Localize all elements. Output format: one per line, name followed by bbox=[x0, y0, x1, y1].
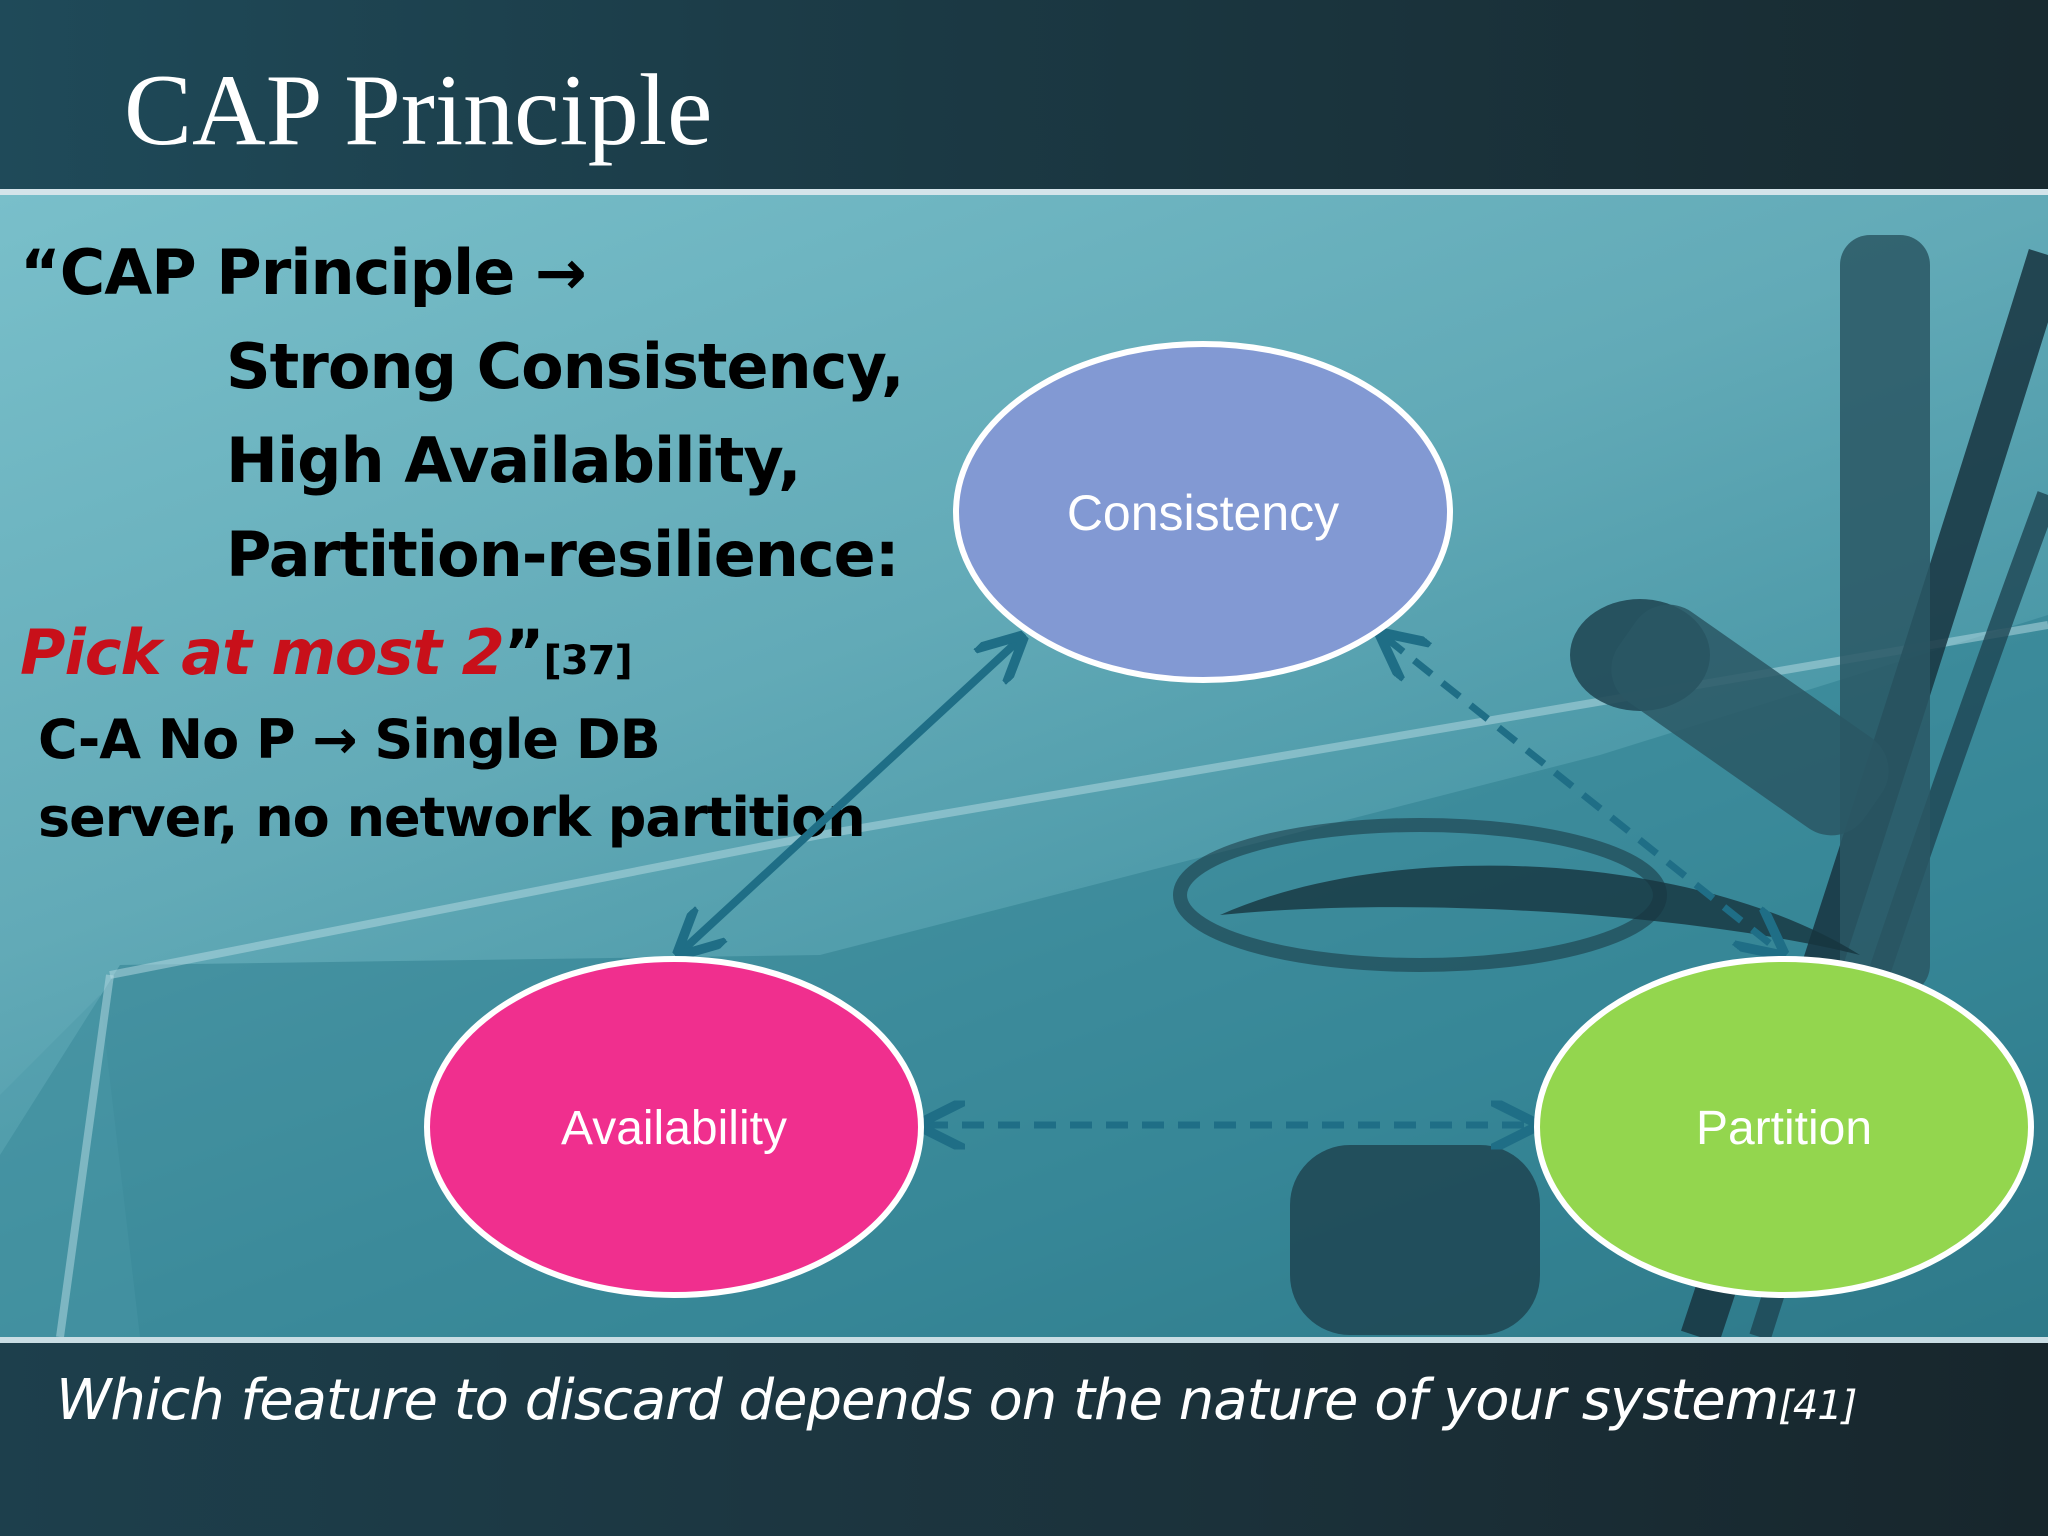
pick-close-quote: ” bbox=[503, 616, 545, 689]
footer-caption-text: Which feature to discard depends on the … bbox=[56, 1368, 1779, 1433]
node-partition-label: Partition bbox=[1696, 1102, 1872, 1155]
node-availability-label: Availability bbox=[561, 1102, 787, 1155]
node-consistency: Consistency bbox=[953, 341, 1453, 683]
pick-line: Pick at most 2”[37] bbox=[20, 616, 633, 689]
edge-consistency-availability bbox=[683, 641, 1018, 950]
title-bar bbox=[0, 0, 2048, 192]
footer-bar bbox=[0, 1343, 2048, 1536]
quote-line-4: Partition-resilience: bbox=[226, 518, 900, 591]
quote-line-1: “CAP Principle → bbox=[20, 236, 587, 309]
node-consistency-label: Consistency bbox=[1067, 485, 1339, 541]
pick-emphasis: Pick at most 2 bbox=[20, 616, 505, 689]
node-partition: Partition bbox=[1534, 956, 2034, 1298]
pick-reference: [37] bbox=[543, 638, 633, 684]
footer-divider bbox=[0, 1337, 2048, 1343]
node-partition-shape bbox=[1534, 956, 2034, 1298]
footer-reference: [41] bbox=[1778, 1383, 1857, 1429]
footer-caption: Which feature to discard depends on the … bbox=[56, 1368, 1857, 1433]
node-availability-shape bbox=[424, 956, 924, 1298]
title-divider bbox=[0, 189, 2048, 195]
quote-line-2: Strong Consistency, bbox=[226, 330, 905, 403]
note-line-1: C-A No P → Single DB bbox=[38, 708, 661, 771]
quote-line-3: High Availability, bbox=[226, 424, 802, 497]
node-consistency-shape bbox=[953, 341, 1453, 683]
node-availability: Availability bbox=[424, 956, 924, 1298]
edge-consistency-partition bbox=[1386, 638, 1778, 950]
slide-title: CAP Principle bbox=[124, 54, 713, 167]
